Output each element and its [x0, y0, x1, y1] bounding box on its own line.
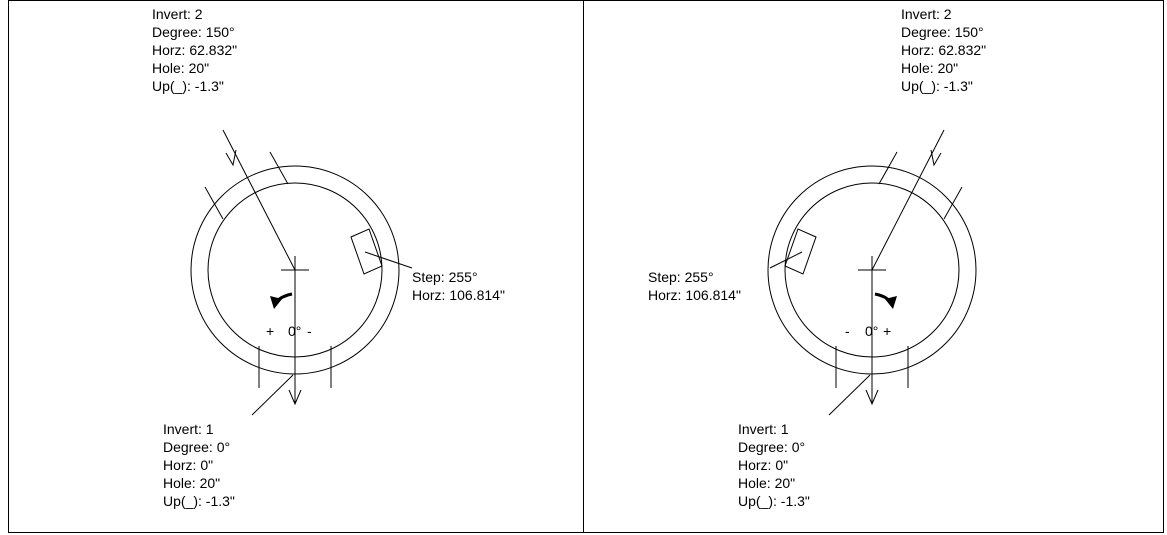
invert-2-label-up: Up(_): -1.3": [901, 78, 973, 94]
invert-2-pipe-line: [871, 129, 945, 271]
invert-1-label-degree: Degree: 0°: [738, 439, 805, 455]
invert-2-label-degree: Degree: 150°: [152, 24, 235, 40]
invert-1-leader: [251, 374, 294, 416]
invert-1-leader: [828, 374, 871, 416]
step-label-horz: Horz: 106.814": [648, 287, 741, 303]
invert-2-label-hole: Hole: 20": [152, 60, 209, 76]
invert-2-label-invert: Invert: 2: [901, 6, 952, 22]
invert-1-label-invert: Invert: 1: [163, 421, 214, 437]
invert-2-wall-tick-a: [269, 151, 289, 185]
zero-label-left-sign: +: [266, 323, 274, 339]
invert-1-label-hole: Hole: 20": [163, 475, 220, 491]
invert-2-wall-tick-a: [878, 151, 898, 185]
rotation-arrowhead-icon: [270, 296, 282, 309]
invert-2-label-invert: Invert: 2: [152, 6, 203, 22]
step-label-step: Step: 255°: [648, 269, 714, 285]
zero-label-center: 0°: [288, 323, 301, 339]
invert-1-label-horz: Horz: 0": [738, 457, 788, 473]
invert-1-label-up: Up(_): -1.3": [738, 493, 810, 509]
invert-2-wall-tick-b: [943, 186, 963, 220]
invert-1-label-horz: Horz: 0": [163, 457, 213, 473]
invert-2-label-degree: Degree: 150°: [901, 24, 984, 40]
invert-1-label-invert: Invert: 1: [738, 421, 789, 437]
invert-1-label-hole: Hole: 20": [738, 475, 795, 491]
diagram-frame: [8, 0, 1164, 533]
invert-2-arrowhead: [225, 149, 237, 167]
invert-2-label-hole: Hole: 20": [901, 60, 958, 76]
invert-2-arrowhead: [930, 149, 942, 167]
step-marker: [784, 228, 817, 275]
invert-1-label-up: Up(_): -1.3": [163, 493, 235, 509]
step-leader: [364, 251, 413, 269]
right-panel: Invert: 2 Degree: 150° Horz: 62.832" Hol…: [648, 6, 986, 509]
invert-2-label-up: Up(_): -1.3": [152, 78, 224, 94]
invert-1-label-degree: Degree: 0°: [163, 439, 230, 455]
invert-1-arrowhead: [865, 389, 879, 406]
invert-2-label-horz: Horz: 62.832": [152, 42, 237, 58]
zero-label-right-sign: -: [307, 323, 312, 339]
rotation-arrowhead-icon: [885, 296, 897, 309]
zero-label-center: 0°: [865, 323, 878, 339]
step-leader: [769, 251, 803, 269]
left-panel: Invert: 2 Degree: 150° Horz: 62.832" Hol…: [152, 6, 505, 509]
step-label-horz: Horz: 106.814": [412, 287, 505, 303]
step-label-step: Step: 255°: [412, 269, 478, 285]
step-marker: [350, 228, 383, 275]
zero-label-left-sign: -: [845, 323, 850, 339]
invert-1-arrowhead: [288, 389, 302, 406]
invert-2-wall-tick-b: [204, 186, 224, 220]
zero-label-right-sign: +: [883, 323, 891, 339]
invert-2-label-horz: Horz: 62.832": [901, 42, 986, 58]
invert-2-pipe-line: [222, 129, 296, 271]
